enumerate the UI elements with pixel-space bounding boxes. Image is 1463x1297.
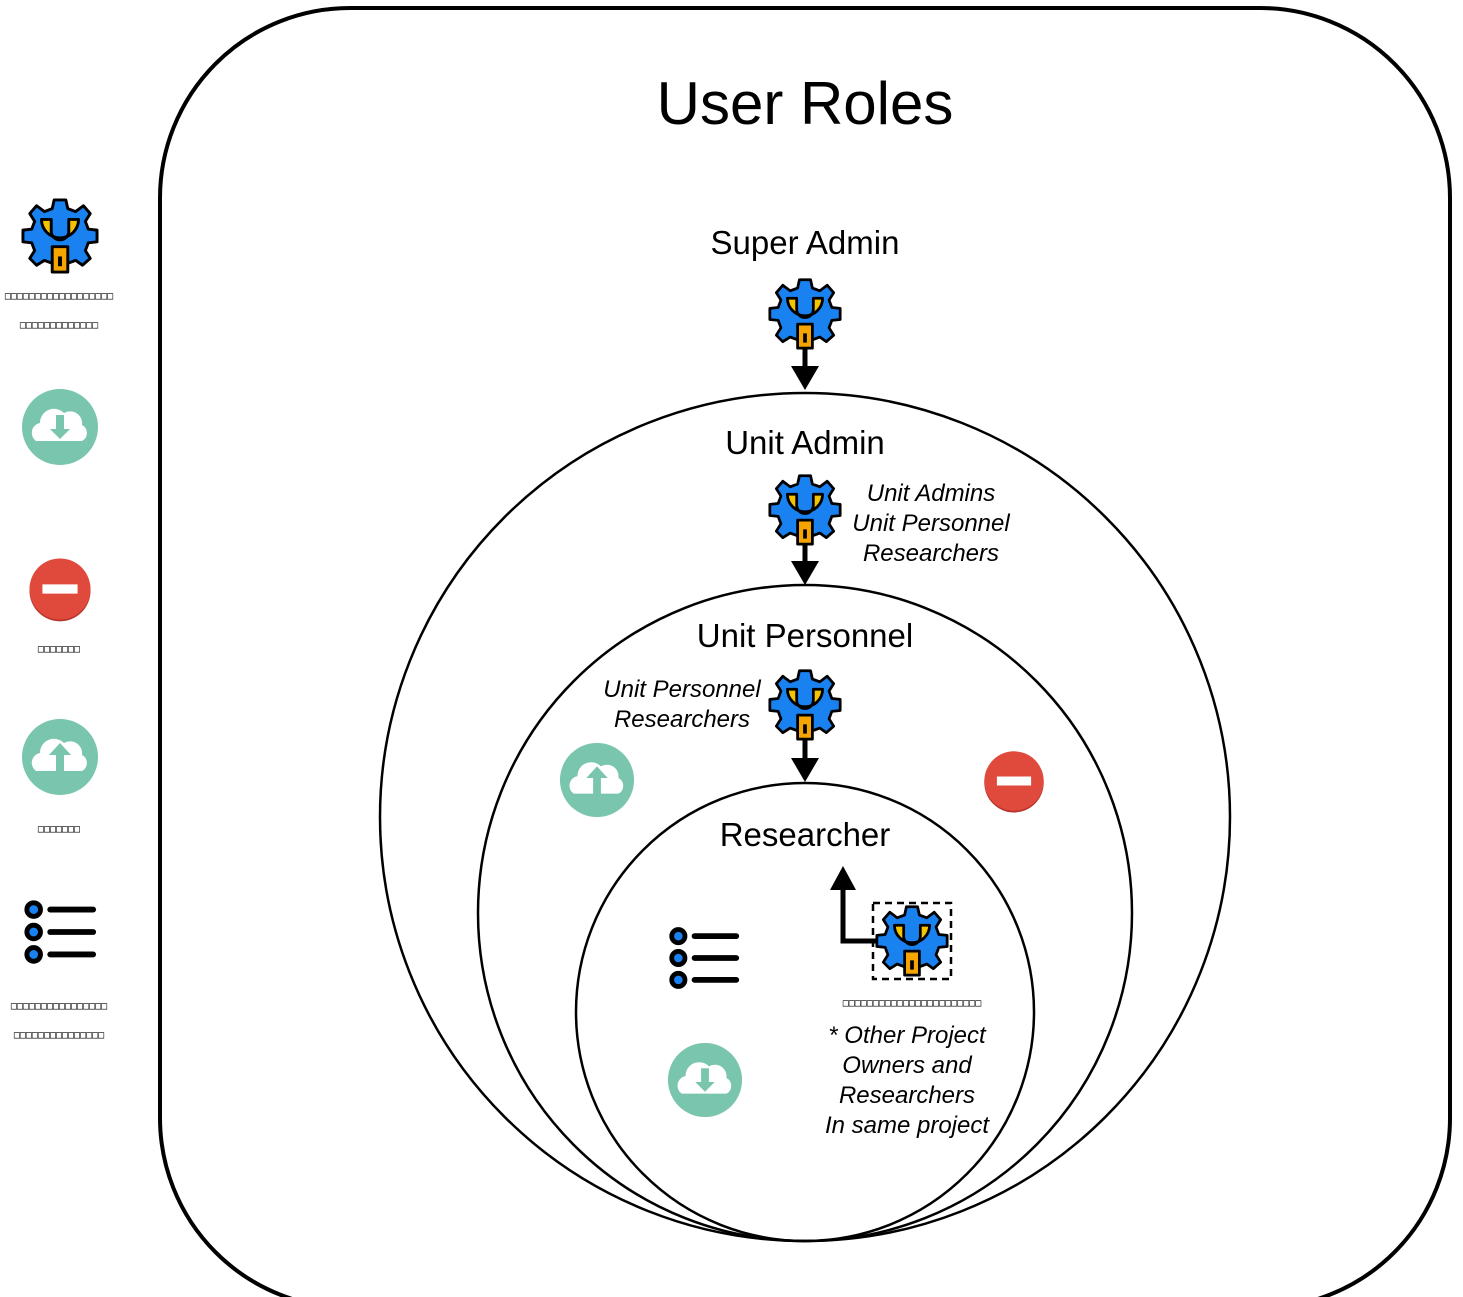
researcher-cloud-download-icon (667, 1042, 743, 1118)
unit-personnel-notes: Unit Personnel Researchers (603, 676, 761, 733)
researcher-note-3: Researchers (839, 1082, 975, 1109)
legend-list-label-2: □□□□□□□□□□□□□□□ (14, 1030, 104, 1041)
researcher-label: Researcher (720, 816, 891, 853)
optional-admin-box (871, 901, 953, 981)
legend-cloud-download-icon (22, 389, 98, 465)
outer-container (158, 6, 1452, 1297)
legend-admin-label-1: □□□□□□□□□□□□□□□□□□ (5, 291, 113, 302)
arrow-heads (791, 366, 856, 890)
super-admin-gear-icon (768, 278, 842, 350)
researcher-list-icon (672, 930, 737, 987)
researcher-circle (574, 781, 1036, 1243)
legend-list-icon (27, 903, 93, 962)
legend-admin-label-2: □□□□□□□□□□□□□ (20, 320, 98, 331)
researcher-note-2: Owners and (842, 1052, 972, 1079)
researcher-notes: * Other Project Owners and Researchers I… (825, 1022, 990, 1139)
unit-personnel-gear-icon (768, 669, 842, 741)
unit-admin-note-3: Researchers (863, 540, 999, 567)
legend-remove-label: □□□□□□□ (38, 644, 80, 655)
optional-admin-label: □□□□□□□□□□□□□□□□□□□□□□□ (843, 998, 981, 1009)
legend-list-label-1: □□□□□□□□□□□□□□□□ (11, 1001, 107, 1012)
unit-personnel-cloud-upload-icon (559, 742, 635, 818)
researcher-owner-gear-icon (875, 905, 949, 977)
super-admin-label: Super Admin (711, 224, 900, 261)
unit-personnel-remove-icon (984, 751, 1044, 813)
unit-admin-note-2: Unit Personnel (852, 510, 1010, 537)
unit-admin-gear-icon (768, 474, 842, 546)
diagram-title: User Roles (657, 70, 954, 137)
researcher-note-4: In same project (825, 1112, 990, 1139)
legend-cloud-upload-icon (22, 719, 98, 795)
unit-personnel-note-1: Unit Personnel (603, 676, 761, 703)
unit-admin-note-1: Unit Admins (867, 480, 995, 507)
unit-admin-notes: Unit Admins Unit Personnel Researchers (852, 480, 1010, 567)
legend-remove-icon (29, 558, 91, 622)
unit-personnel-note-2: Researchers (614, 706, 750, 733)
legend-upload-label: □□□□□□□ (38, 824, 80, 835)
unit-personnel-label: Unit Personnel (697, 617, 913, 654)
legend-gear-icon (21, 198, 99, 274)
unit-admin-label: Unit Admin (725, 424, 885, 461)
researcher-note-1: * Other Project (828, 1022, 987, 1049)
legend: □□□□□□□□□□□□□□□□□□ □□□□□□□□□□□□□ □□□□□□□… (5, 198, 113, 1041)
